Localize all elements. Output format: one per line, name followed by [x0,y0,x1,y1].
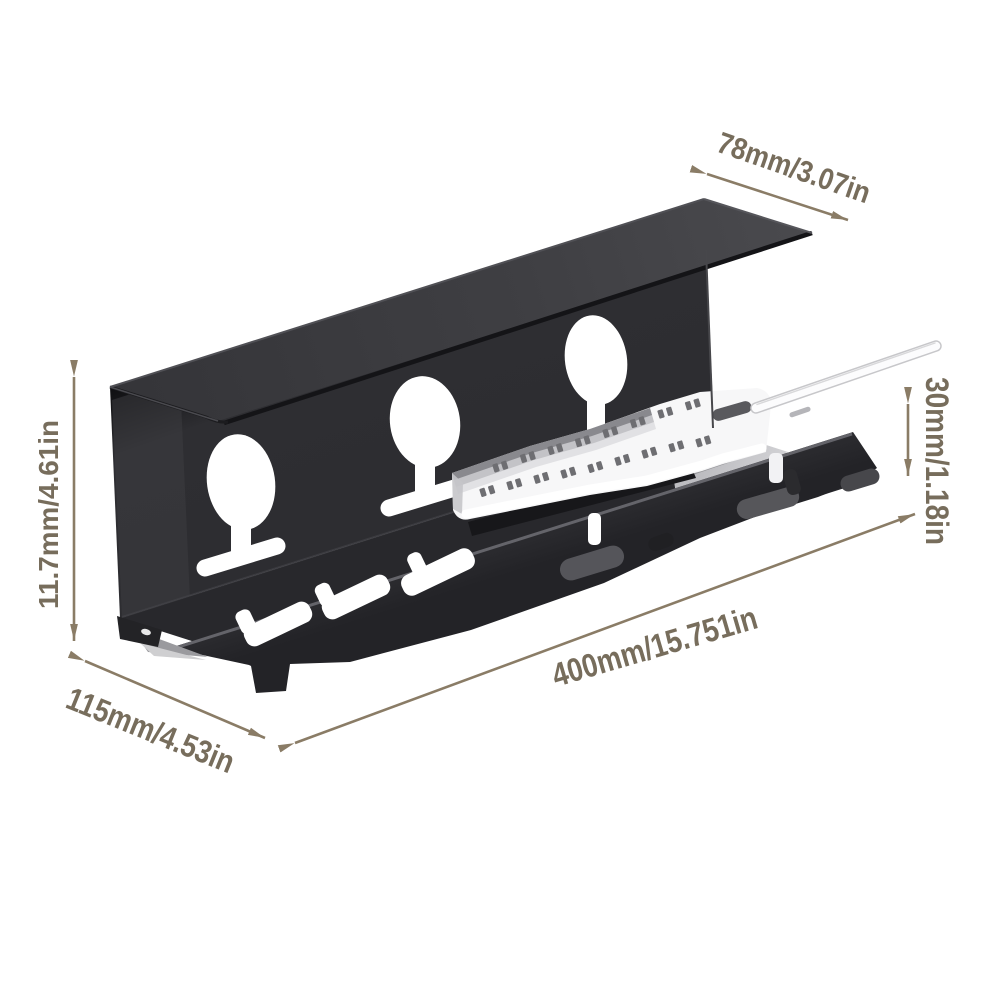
svg-text:30mm/1.18in: 30mm/1.18in [919,377,955,545]
svg-text:78mm/3.07in: 78mm/3.07in [713,126,875,210]
svg-text:115mm/4.53in: 115mm/4.53in [61,680,240,780]
svg-text:11.7mm/4.61in: 11.7mm/4.61in [33,420,64,609]
svg-text:400mm/15.751in: 400mm/15.751in [548,599,762,694]
